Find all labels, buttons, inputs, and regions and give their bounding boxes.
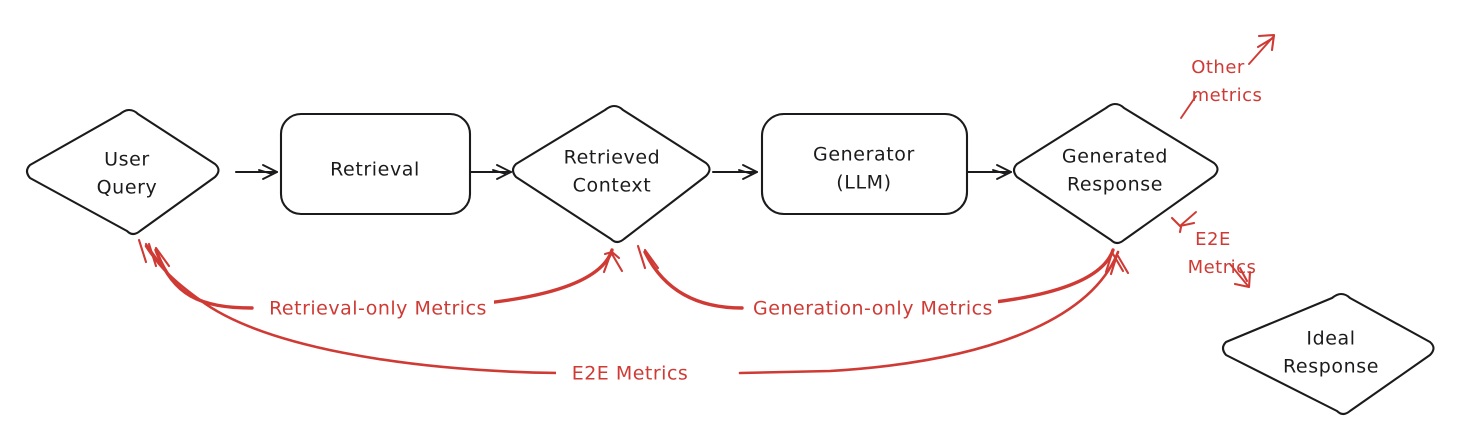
metric-edge-e2e bbox=[137, 238, 1130, 375]
node-label-user-query: User Query bbox=[97, 149, 158, 199]
node-label-generator-line1: Generator bbox=[813, 144, 915, 166]
metric-label-e2e-bottom: E2E Metrics bbox=[572, 363, 689, 385]
label-bg-retrieval-only bbox=[262, 294, 494, 322]
flow-edge-retrieval-to-retrieved-context bbox=[467, 164, 513, 180]
node-label-ideal-response-line2: Response bbox=[1283, 356, 1379, 378]
node-label-user-query-line1: User bbox=[104, 149, 150, 171]
node-label-retrieval-line1: Retrieval bbox=[330, 159, 420, 181]
node-label-user-query-line2: Query bbox=[97, 177, 158, 199]
node-label-retrieved-context-line1: Retrieved bbox=[564, 147, 661, 169]
metric-label-retrieval-only: Retrieval-only Metrics bbox=[269, 298, 487, 320]
flow-edge-generator-to-generated-response bbox=[966, 164, 1013, 180]
node-generator[interactable] bbox=[760, 112, 969, 216]
label-bg-e2e-bottom bbox=[556, 359, 704, 387]
node-label-ideal-response: Ideal Response bbox=[1283, 328, 1379, 378]
node-label-generated-response-line1: Generated bbox=[1062, 146, 1168, 168]
node-label-retrieved-context-line2: Context bbox=[573, 175, 652, 197]
metric-label-other-metrics-line1: Other bbox=[1191, 57, 1245, 78]
metric-edge-other-metrics bbox=[1180, 33, 1276, 119]
node-label-retrieval: Retrieval bbox=[330, 159, 420, 181]
node-label-generated-response: Generated Response bbox=[1062, 146, 1168, 196]
node-label-generator: Generator (LLM) bbox=[813, 144, 915, 194]
label-bg-generation-only bbox=[748, 294, 998, 322]
node-label-retrieved-context: Retrieved Context bbox=[564, 147, 661, 197]
flow-edge-user-query-to-retrieval bbox=[234, 164, 279, 180]
metric-label-generation-only: Generation-only Metrics bbox=[753, 298, 993, 320]
node-retrieved-context[interactable] bbox=[511, 104, 711, 244]
node-label-generator-line2: (LLM) bbox=[836, 172, 891, 194]
node-generated-response[interactable] bbox=[1012, 102, 1219, 245]
node-retrieval[interactable] bbox=[279, 112, 472, 216]
metric-edge-e2e-side bbox=[1170, 211, 1252, 289]
metric-label-other-metrics-line2: metrics bbox=[1192, 85, 1263, 106]
node-user-query[interactable] bbox=[25, 108, 220, 236]
node-ideal-response[interactable] bbox=[1221, 292, 1435, 416]
flow-edge-retrieved-context-to-generator bbox=[711, 164, 759, 180]
metric-label-e2e-side-line2: Metrics bbox=[1188, 257, 1257, 278]
node-label-ideal-response-line1: Ideal bbox=[1306, 328, 1355, 350]
metric-label-e2e-side-line1: E2E bbox=[1195, 229, 1231, 250]
node-label-generated-response-line2: Response bbox=[1067, 174, 1163, 196]
